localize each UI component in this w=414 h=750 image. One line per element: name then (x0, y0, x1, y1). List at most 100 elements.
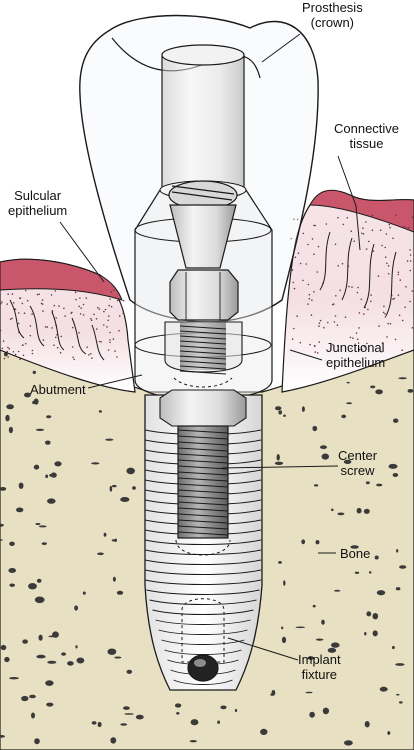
center-thread-line (177, 483, 229, 488)
gum-dot (74, 291, 77, 294)
gum-dot (80, 307, 82, 309)
bone-pore (375, 389, 383, 395)
gum-dot (11, 293, 14, 295)
gum-dot (411, 327, 414, 329)
bone-pore (315, 638, 324, 641)
gum-dot (344, 316, 347, 318)
gum-dot (12, 302, 15, 304)
bone-pore (34, 596, 45, 604)
gum-dot (381, 244, 383, 247)
label-connective-line1: Connective (334, 121, 400, 136)
bone-pores (0, 352, 414, 746)
bone-pore (301, 406, 305, 412)
label-sulcular-line1: Sulcular (14, 188, 62, 203)
bone-pore (103, 532, 107, 537)
gum-dot (401, 319, 404, 322)
gum-dot (327, 321, 329, 324)
bone-pore (91, 721, 97, 725)
leader-implant-fixture (227, 637, 299, 661)
gum-dot (116, 299, 119, 302)
bone-pore (5, 414, 10, 422)
bone-pore (45, 474, 49, 479)
gum-dot (98, 308, 101, 310)
bone-pore (305, 691, 313, 694)
bone-pore (368, 571, 372, 574)
gum-dot (41, 303, 44, 305)
bone-pore (116, 590, 124, 595)
gum-dot (2, 340, 5, 342)
bone-pore (350, 545, 359, 549)
gum-dot (98, 340, 101, 343)
gum-dot (79, 313, 82, 315)
bone-pore (35, 523, 41, 525)
gum-dot (307, 283, 310, 286)
gum-dot (19, 358, 21, 361)
gum-dot (395, 214, 397, 217)
gum-dot (294, 256, 297, 259)
bone-pore (313, 484, 319, 487)
label-junctional-epithelium: Junctional epithelium (326, 340, 385, 370)
bone-pore (38, 634, 43, 641)
gum-dot (405, 226, 408, 229)
bone-pore (312, 604, 316, 608)
bone-pore (176, 712, 180, 715)
bone-pore (217, 720, 221, 724)
bone-pore (321, 453, 329, 460)
bone-pore (98, 410, 102, 413)
gum-dot (387, 265, 390, 267)
label-implant-line2: fixture (301, 667, 338, 682)
gum-dot (107, 319, 109, 322)
bone-pore (276, 454, 280, 461)
gum-dot (314, 351, 317, 353)
gum-dot (302, 232, 305, 235)
bone-pore (47, 660, 57, 664)
label-bone-line1: Bone (340, 546, 371, 561)
gum-dot (409, 249, 411, 251)
bone-pore (36, 578, 42, 583)
gum-dot (317, 245, 320, 248)
bone-pore (372, 613, 379, 620)
bone-pore (110, 737, 117, 744)
upper-thread-line (179, 325, 227, 330)
gum-dot (409, 254, 412, 256)
bone-pore (67, 661, 74, 666)
gum-dot (316, 271, 319, 273)
bone-pore (354, 571, 360, 574)
gum-dot (365, 248, 368, 250)
gum-dot (6, 303, 8, 305)
gum-dot (86, 346, 88, 349)
fixture-hex (159, 389, 247, 427)
gum-dot (90, 319, 93, 322)
bone-pore (31, 712, 35, 719)
gum-dot (64, 315, 66, 317)
bone-pore (6, 404, 14, 410)
gum-dot (118, 315, 121, 317)
gum-dot (409, 269, 412, 272)
gum-dot (90, 318, 92, 320)
gum-dot (325, 223, 328, 225)
leader-abutment (87, 374, 143, 389)
gum-dot (318, 325, 320, 327)
gum-dot (38, 293, 40, 296)
gum-dot (387, 273, 390, 275)
bone-pore (36, 654, 46, 659)
bone-pore (32, 370, 36, 374)
bone-pore (301, 539, 306, 545)
bone-pore (33, 464, 40, 470)
gum-dot (332, 343, 334, 346)
bone-pore (364, 632, 367, 636)
gum-dot (110, 305, 113, 308)
center-thread-line (177, 429, 229, 434)
gum-dot (14, 308, 17, 311)
gum-dot (73, 358, 75, 361)
gum-dot (113, 289, 115, 291)
gum-dot (118, 329, 120, 332)
gum-dot (411, 216, 414, 218)
gum-dot (22, 354, 25, 357)
bone-pore (21, 695, 29, 702)
fixture-thread-line (144, 559, 262, 565)
upper-thread-line (179, 345, 227, 350)
bone-pore (220, 705, 227, 710)
gum-dot (386, 262, 388, 265)
gum-dot (377, 275, 380, 277)
